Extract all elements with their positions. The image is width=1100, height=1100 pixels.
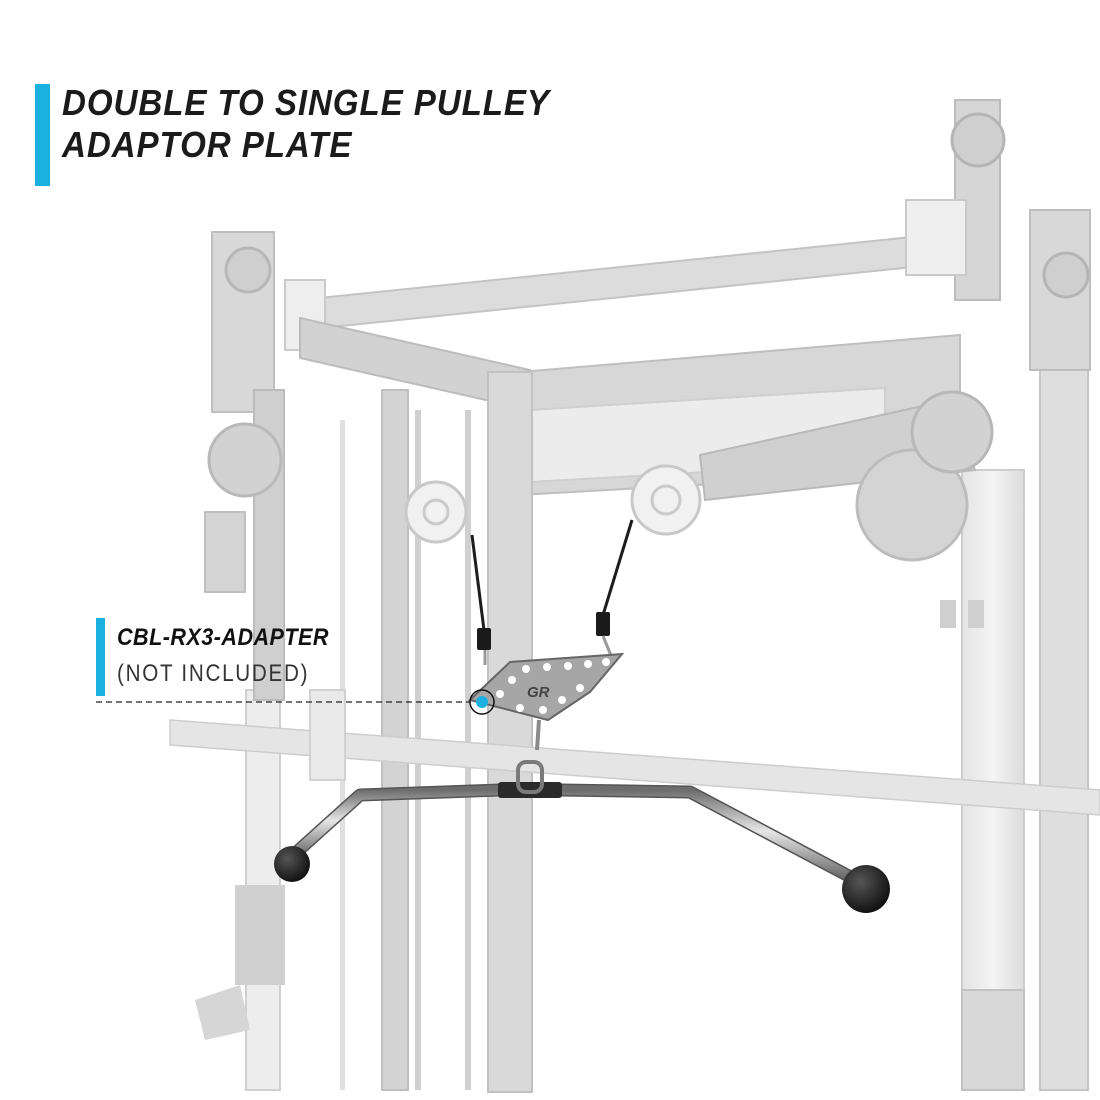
background-straight-bar	[169, 689, 1100, 816]
top-right-pulley-housing	[905, 99, 1091, 371]
page-title: DOUBLE TO SINGLE PULLEY ADAPTOR PLATE	[62, 82, 577, 166]
plate-logo: GR	[527, 684, 550, 701]
left-handle-knob	[274, 846, 310, 882]
title-line-1: DOUBLE TO SINGLE PULLEY	[62, 82, 550, 123]
title-line-2: ADAPTOR PLATE	[62, 124, 353, 165]
cable-pulley-left	[404, 480, 468, 544]
callout-accent-bar	[96, 618, 105, 696]
right-pulley-arm	[698, 390, 994, 628]
cable-pulley-right	[630, 464, 702, 536]
top-crossbar	[298, 230, 964, 332]
cables	[470, 519, 634, 665]
callout-note: (NOT INCLUDED)	[117, 660, 310, 687]
top-left-pulley-housing	[211, 231, 326, 413]
left-pulley	[195, 422, 285, 1040]
callout-model-number: CBL-RX3-ADAPTER	[117, 624, 329, 651]
title-accent-bar	[35, 84, 50, 186]
right-handle-knob	[842, 865, 890, 913]
center-upright	[487, 371, 533, 1093]
lat-bar-handle	[274, 760, 890, 913]
right-rear-upright	[1039, 239, 1089, 1091]
adaptor-plate: GR	[468, 652, 625, 751]
